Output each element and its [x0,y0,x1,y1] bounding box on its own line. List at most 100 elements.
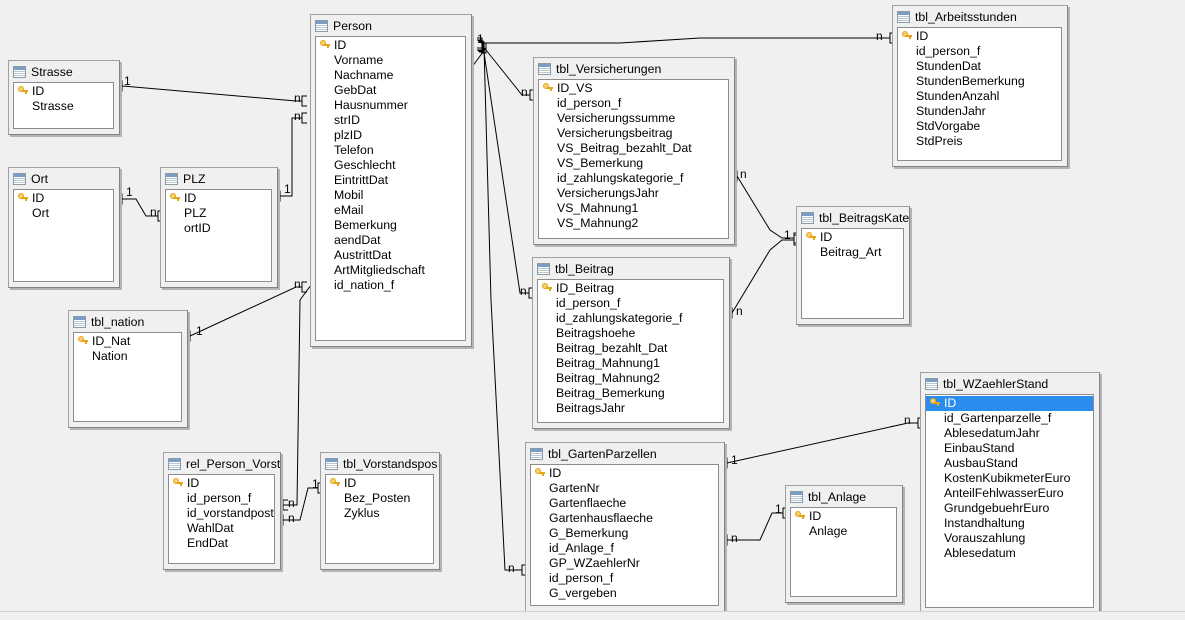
field-row[interactable]: ID [531,466,718,481]
field-row[interactable]: StundenAnzahl [898,89,1061,104]
field-row[interactable]: ID [14,84,113,99]
field-row[interactable]: VS_Beitrag_bezahlt_Dat [539,141,728,156]
field-row[interactable]: G_vergeben [531,586,718,601]
field-row[interactable]: strID [316,113,465,128]
field-row[interactable]: PLZ [166,206,271,221]
field-row[interactable]: ID_VS [539,81,728,96]
table-header-tbl_beitragskateg[interactable]: tbl_BeitragsKateg [797,207,909,228]
relationship-line[interactable] [189,286,302,337]
field-row[interactable]: ID [791,509,896,524]
field-row[interactable]: id_nation_f [316,278,465,293]
field-row[interactable]: aendDat [316,233,465,248]
field-row[interactable]: Hausnummer [316,98,465,113]
table-header-tbl_nation[interactable]: tbl_nation [69,311,187,332]
field-row[interactable]: id_Gartenparzelle_f [926,411,1093,426]
field-row[interactable]: ortID [166,221,271,236]
field-row[interactable]: Beitrag_Mahnung2 [538,371,723,386]
field-row[interactable]: Bez_Posten [326,491,433,506]
field-row[interactable]: id_person_f [169,491,274,506]
field-row[interactable]: id_zahlungskategorie_f [538,311,723,326]
field-row[interactable]: Nation [74,349,181,364]
field-row[interactable]: ID [316,38,465,53]
table-header-tbl_wzaehlerstand[interactable]: tbl_WZaehlerStand [921,373,1099,394]
field-row[interactable]: Beitrag_Mahnung1 [538,356,723,371]
field-row[interactable]: VS_Bemerkung [539,156,728,171]
field-row[interactable]: AnteilFehlwasserEuro [926,486,1093,501]
table-header-tbl_anlage[interactable]: tbl_Anlage [786,486,902,507]
field-row[interactable]: Nachname [316,68,465,83]
field-row[interactable]: ID_Nat [74,334,181,349]
field-row[interactable]: StundenDat [898,59,1061,74]
field-row[interactable]: AusbauStand [926,456,1093,471]
field-row[interactable]: ID [802,230,903,245]
table-header-person[interactable]: Person [311,15,471,36]
field-row[interactable]: Telefon [316,143,465,158]
field-row[interactable]: ID_Beitrag [538,281,723,296]
field-row[interactable]: ID [898,29,1061,44]
field-row[interactable]: ID [326,476,433,491]
field-row[interactable]: GP_WZaehlerNr [531,556,718,571]
table-header-tbl_gartenparzellen[interactable]: tbl_GartenParzellen [526,443,724,464]
field-row[interactable]: ID [926,396,1093,411]
field-row[interactable]: VersicherungsJahr [539,186,728,201]
relationship-line[interactable] [726,422,918,464]
field-row[interactable]: GrundgebuehrEuro [926,501,1093,516]
field-row[interactable]: ArtMitgliedschaft [316,263,465,278]
field-row[interactable]: VS_Mahnung1 [539,201,728,216]
table-header-rel_person_vorstand[interactable]: rel_Person_Vorsta [164,453,280,474]
field-row[interactable]: id_zahlungskategorie_f [539,171,728,186]
field-row[interactable]: ID [166,191,271,206]
relationship-line[interactable] [121,85,302,102]
field-row[interactable]: EinbauStand [926,441,1093,456]
field-row[interactable]: Anlage [791,524,896,539]
field-row[interactable]: GebDat [316,83,465,98]
table-header-tbl_versicherungen[interactable]: tbl_Versicherungen [534,58,734,79]
field-row[interactable]: Bemerkung [316,218,465,233]
table-header-strasse[interactable]: Strasse [9,61,119,82]
field-row[interactable]: StundenJahr [898,104,1061,119]
field-row[interactable]: ID [14,191,113,206]
field-row[interactable]: Strasse [14,99,113,114]
table-header-tbl_vorstandspos[interactable]: tbl_Vorstandspos [321,453,439,474]
field-row[interactable]: Beitrag_Bemerkung [538,386,723,401]
field-row[interactable]: Versicherungssumme [539,111,728,126]
field-row[interactable]: Vorname [316,53,465,68]
field-row[interactable]: plzID [316,128,465,143]
field-row[interactable]: EndDat [169,536,274,551]
field-row[interactable]: Versicherungsbeitrag [539,126,728,141]
table-header-ort[interactable]: Ort [9,168,119,189]
relationship-line[interactable] [483,46,522,571]
field-row[interactable]: WahlDat [169,521,274,536]
field-row[interactable]: G_Bemerkung [531,526,718,541]
field-row[interactable]: StdPreis [898,134,1061,149]
field-row[interactable]: Mobil [316,188,465,203]
field-row[interactable]: BeitragsJahr [538,401,723,416]
field-row[interactable]: Beitrag_Art [802,245,903,260]
table-header-tbl_beitrag[interactable]: tbl_Beitrag [533,258,729,279]
field-row[interactable]: id_person_f [539,96,728,111]
field-row[interactable]: KostenKubikmeterEuro [926,471,1093,486]
field-row[interactable]: id_person_f [898,44,1061,59]
field-row[interactable]: Gartenflaeche [531,496,718,511]
field-row[interactable]: Zyklus [326,506,433,521]
